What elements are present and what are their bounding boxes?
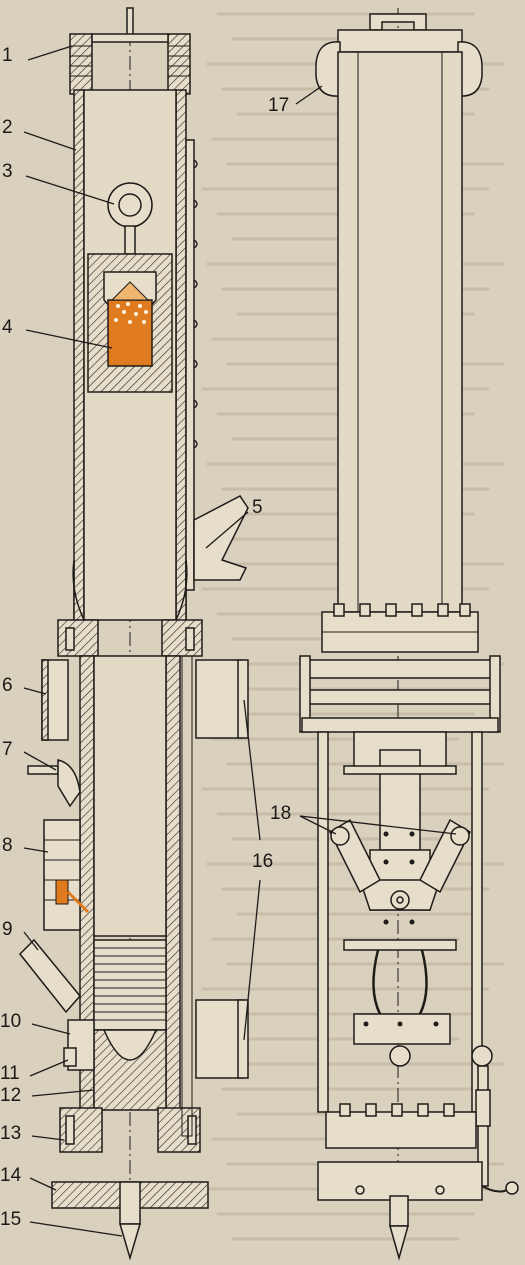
turnbuckle bbox=[471, 1045, 519, 1195]
callout-6: 6 bbox=[2, 675, 13, 696]
leader-17 bbox=[295, 85, 323, 105]
callout-13: 13 bbox=[0, 1123, 22, 1144]
lifting-eye bbox=[107, 182, 153, 255]
lower-body bbox=[79, 655, 181, 1137]
callout-2: 2 bbox=[2, 117, 13, 138]
leader-14 bbox=[29, 1177, 57, 1191]
callout-16: 16 bbox=[252, 851, 274, 872]
leader-6 bbox=[23, 687, 47, 695]
top-collar bbox=[69, 33, 191, 95]
leader-10 bbox=[31, 1023, 71, 1035]
callout-7: 7 bbox=[2, 739, 13, 760]
callout-10: 10 bbox=[0, 1011, 22, 1032]
leader-5 bbox=[205, 511, 249, 549]
top-handle bbox=[315, 13, 483, 97]
leader-9 bbox=[23, 931, 39, 951]
callout-11: 11 bbox=[0, 1063, 20, 1084]
leader-3 bbox=[25, 175, 115, 205]
leader-7 bbox=[23, 751, 57, 771]
callout-18: 18 bbox=[270, 803, 292, 824]
callout-1: 1 bbox=[2, 45, 13, 66]
leader-12 bbox=[31, 1089, 95, 1097]
callout-3: 3 bbox=[2, 161, 13, 182]
leader-18b bbox=[299, 815, 457, 835]
firing-mechanism bbox=[43, 819, 90, 931]
cross-frame bbox=[299, 655, 501, 1113]
leader-8 bbox=[23, 847, 49, 853]
callout-15: 15 bbox=[0, 1209, 22, 1230]
leader-4 bbox=[25, 329, 113, 349]
callout-4: 4 bbox=[2, 317, 13, 338]
callout-9: 9 bbox=[2, 919, 13, 940]
side-nozzle bbox=[193, 495, 249, 581]
callout-12: 12 bbox=[0, 1085, 22, 1106]
leader-18a bbox=[299, 815, 337, 835]
callout-8: 8 bbox=[2, 835, 13, 856]
angled-handle bbox=[18, 938, 81, 1014]
leader-1 bbox=[27, 45, 73, 61]
leader-11 bbox=[29, 1059, 69, 1077]
leader-15 bbox=[29, 1221, 123, 1237]
leader-16a bbox=[243, 699, 261, 841]
lower-flange bbox=[59, 1107, 201, 1153]
right-brackets bbox=[195, 659, 249, 1079]
projectile-body bbox=[87, 253, 173, 393]
middle-flange bbox=[57, 619, 203, 657]
callout-17: 17 bbox=[268, 95, 290, 116]
callout-5: 5 bbox=[252, 497, 263, 518]
trigger-lever bbox=[27, 759, 81, 808]
leader-13 bbox=[31, 1135, 65, 1141]
leader-2 bbox=[23, 131, 77, 151]
leader-16b bbox=[243, 879, 261, 1041]
bottom-spike bbox=[118, 1181, 142, 1261]
barrel-flange bbox=[321, 603, 479, 653]
lower-base bbox=[317, 1103, 483, 1261]
callout-14: 14 bbox=[0, 1165, 22, 1186]
angled-arms bbox=[329, 818, 471, 894]
piston-assembly bbox=[63, 1019, 167, 1111]
left-bracket bbox=[41, 659, 69, 741]
